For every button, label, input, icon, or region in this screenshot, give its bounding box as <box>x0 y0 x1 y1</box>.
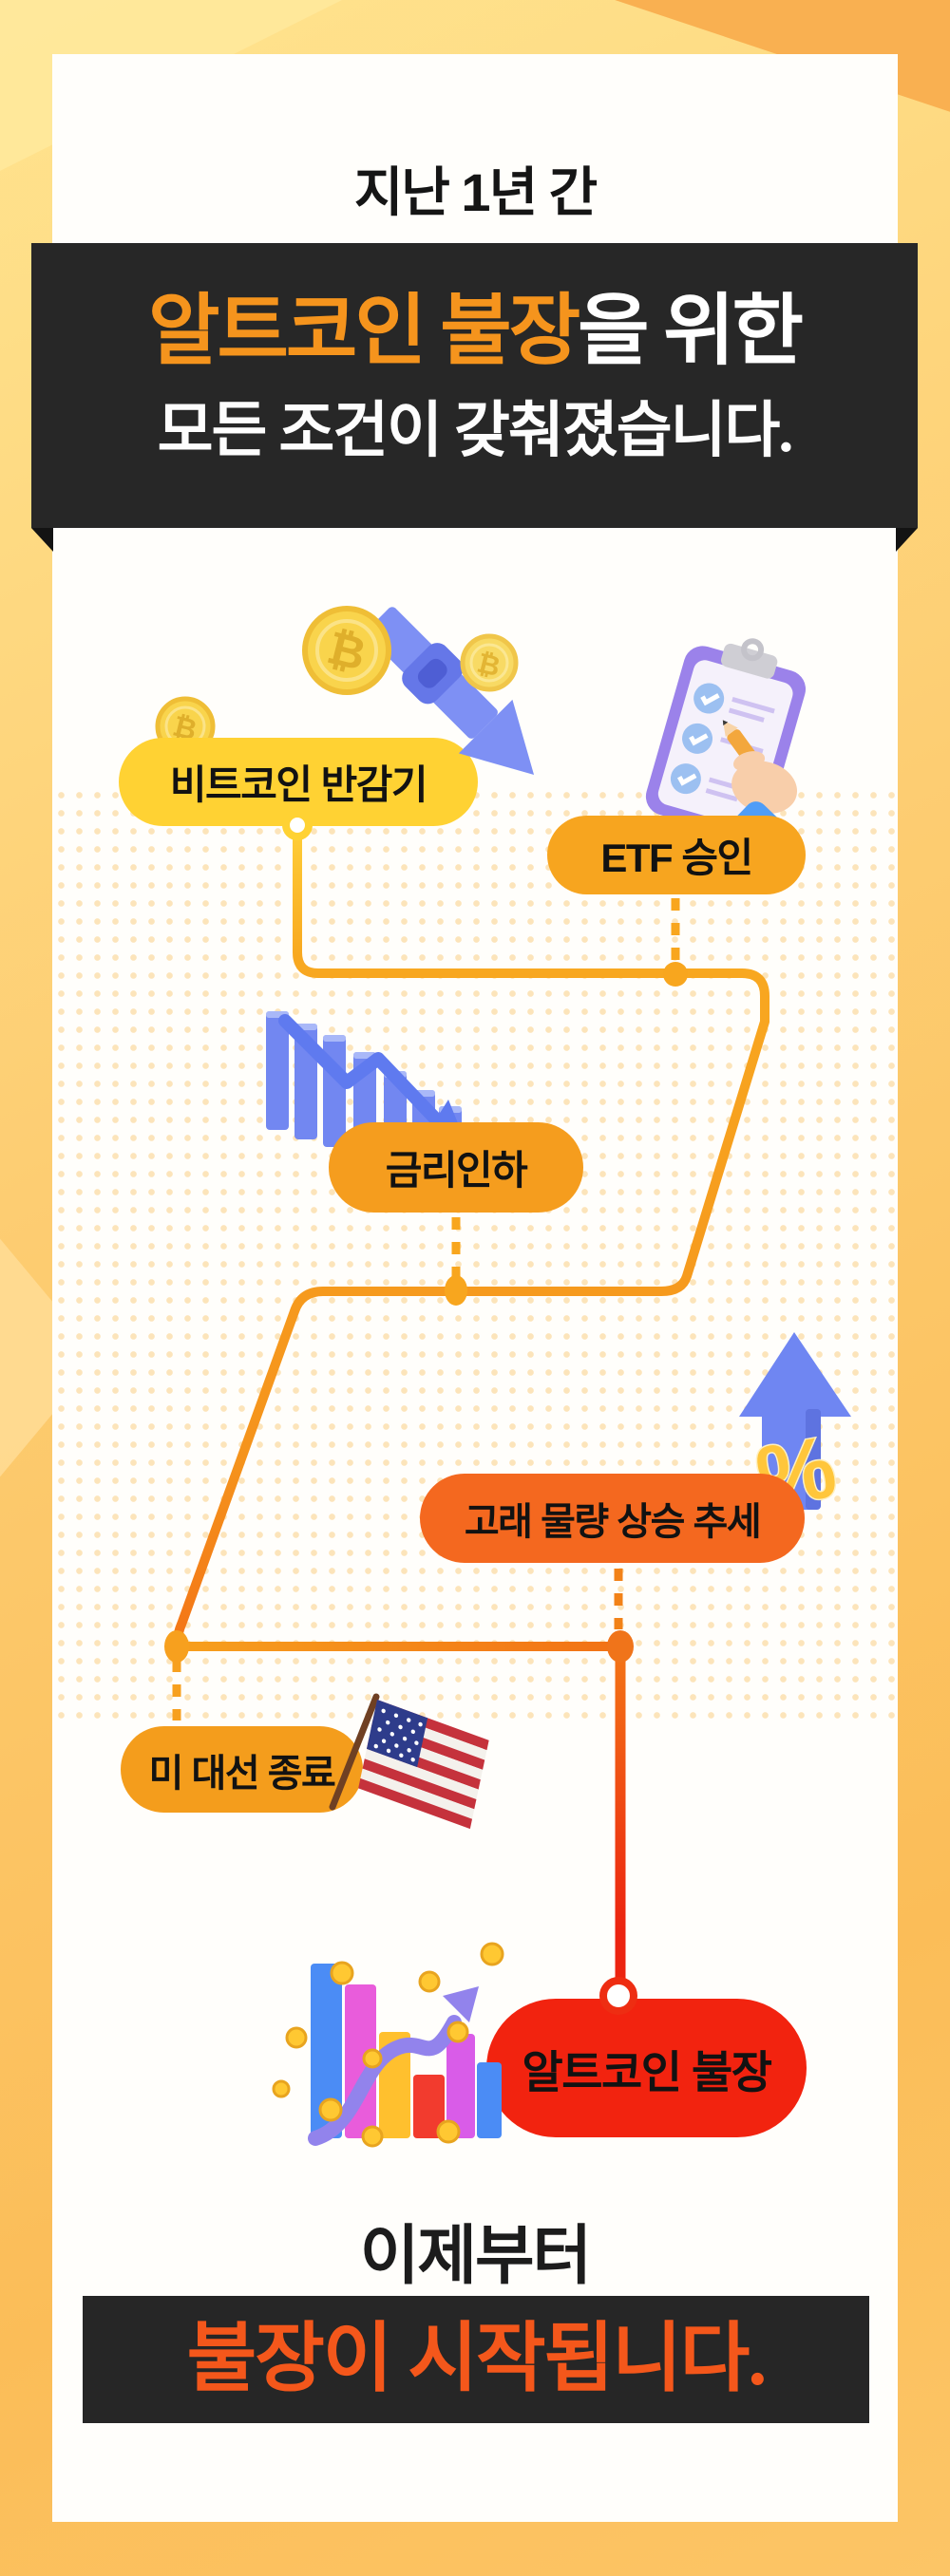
node-us-election-end: 미 대선 종료 <box>121 1726 363 1813</box>
bitcoin-coin-large-icon: ₿ <box>302 606 391 695</box>
node-rate-cut: 금리인하 <box>329 1122 583 1213</box>
node-dot-bitcoin <box>282 810 313 840</box>
node-altcoin-bull: 알트코인 불장 <box>486 1999 807 2137</box>
node-dot-etf-junction <box>663 962 688 987</box>
gold-coins-icon <box>272 1942 504 2148</box>
us-flag-icon <box>329 1693 489 1830</box>
bitcoin-coin-small-right-icon: ₿ <box>460 633 519 692</box>
node-whale-volume: 고래 물량 상승 추세 <box>420 1474 805 1563</box>
down-zigzag-arrow-icon <box>278 1014 444 1127</box>
node-dot-altcoin <box>599 1977 637 2015</box>
node-dot-rate-junction <box>445 1275 467 1306</box>
rising-bars-icon <box>272 1942 504 2148</box>
hero-line2: 모든 조건이 갖춰졌습니다. <box>157 397 794 464</box>
hero-banner: 알트코인 불장을 위한 모든 조건이 갖춰졌습니다. <box>31 243 918 528</box>
hero-suffix: 을 위한 <box>578 288 804 374</box>
up-curve-arrow-icon <box>308 2015 462 2146</box>
node-dot-whale-junction <box>607 1630 634 1663</box>
footer-banner: 불장이 시작됩니다. <box>83 2296 869 2423</box>
footer-line1: 이제부터 <box>359 2220 592 2292</box>
hero-highlight: 알트코인 불장 <box>148 288 580 374</box>
page-title: 지난 1년 간 <box>353 162 598 222</box>
node-etf-approval: ETF 승인 <box>547 816 806 894</box>
node-dot-election-junction <box>164 1630 189 1663</box>
dot-grid-pattern <box>52 786 898 1726</box>
hand-icon <box>732 761 798 814</box>
down-arrow-icon <box>366 607 535 776</box>
main-flow-path <box>172 823 770 1651</box>
hero-line1: 알트코인 불장을 위한 <box>31 292 918 370</box>
footer-line2: 불장이 시작됩니다. <box>186 2318 768 2401</box>
